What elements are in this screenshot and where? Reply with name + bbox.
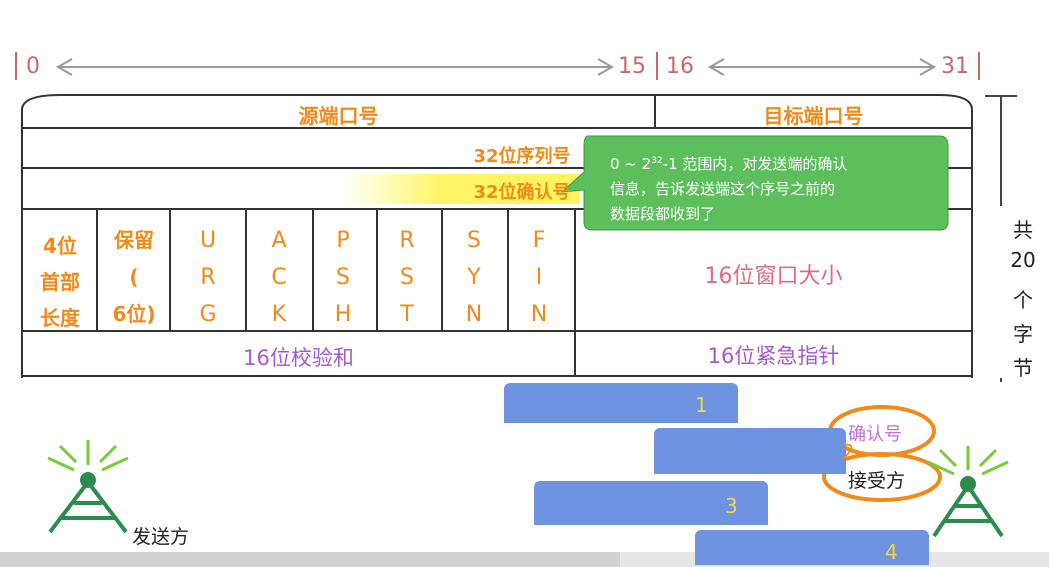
flag-letter: P (336, 228, 350, 253)
bit-label-31: 31 (941, 54, 969, 79)
receiver-tower-icon (932, 484, 1004, 538)
bit-label-0: 0 (26, 54, 40, 79)
segment-3 (534, 481, 768, 525)
flag-letter: R (399, 228, 415, 253)
flag-letter: N (530, 302, 548, 327)
segment-1 (504, 383, 738, 423)
tooltip-line-1: 0 ~ 232-1 范围内，对发送端的确认 (610, 149, 940, 177)
flag-letter: S (400, 265, 414, 290)
reserved-line: 保留 (114, 228, 154, 252)
ruler-tick-mid (656, 52, 658, 80)
reserved-line: 6位) (112, 302, 156, 326)
ruler-tick-right (978, 52, 980, 80)
segment-number: 1 (695, 393, 708, 417)
flag-syn: S Y N (444, 222, 504, 333)
bit-label-16: 16 (666, 54, 694, 79)
flag-letter: C (271, 265, 287, 290)
flag-letter: T (400, 302, 414, 327)
segment-number: 4 (885, 540, 898, 564)
flag-psh: P S H (313, 222, 373, 333)
flag-letter: N (465, 302, 483, 327)
reserved-line: ( (129, 265, 139, 289)
segment-2 (654, 428, 846, 474)
tooltip-text: 0 ~ 2 (610, 155, 652, 173)
flag-letter: G (199, 302, 217, 327)
flag-rst: R S T (377, 222, 437, 333)
flag-letter: A (271, 228, 287, 253)
size-note-char: 共 (1013, 218, 1033, 242)
size-note-char: 字 (1013, 322, 1033, 346)
ruler-tick-left (15, 52, 17, 80)
checksum-field: 16位校验和 (243, 346, 354, 370)
sender-label: 发送方 (132, 526, 190, 548)
flag-letter: K (271, 302, 287, 327)
header-length-line: 4位 (43, 234, 77, 258)
header-length-line: 长度 (40, 306, 80, 330)
reserved-field: 保留 ( 6位) (98, 222, 170, 333)
bit-label-15: 15 (618, 54, 646, 79)
flag-ack: A C K (249, 222, 309, 333)
flag-letter: U (199, 228, 217, 253)
flag-letter: S (467, 228, 481, 253)
sequence-number-field: 32位序列号 (473, 146, 571, 167)
flag-letter: I (535, 265, 543, 290)
ack-tooltip: 0 ~ 232-1 范围内，对发送端的确认 信息，告诉发送端这个序号之前的 数据… (610, 149, 940, 227)
tooltip-superscript: 32 (651, 156, 663, 166)
sender-tower-icon (48, 480, 128, 534)
flag-letter: R (200, 265, 216, 290)
segment-4 (695, 530, 929, 565)
header-length-line: 首部 (40, 270, 80, 294)
size-note-char: 个 (1013, 288, 1033, 312)
size-note-char: 20 (1010, 248, 1036, 272)
ack-number-field: 32位确认号 (473, 182, 571, 203)
flag-fin: F I N (509, 222, 569, 333)
dest-port-field: 目标端口号 (763, 104, 864, 128)
tooltip-text: -1 范围内，对发送端的确认 (662, 155, 848, 173)
source-port-field: 源端口号 (298, 104, 379, 128)
size-note-char: 节 (1013, 356, 1033, 380)
flag-letter: S (336, 265, 350, 290)
window-size-field: 16位窗口大小 (704, 264, 843, 289)
flag-urg: U R G (178, 222, 238, 333)
segment-number: 3 (725, 494, 738, 518)
receiver-label: 接受方 (848, 470, 906, 492)
tooltip-line-3: 数据段都收到了 (610, 205, 716, 223)
tooltip-line-2: 信息，告诉发送端这个序号之前的 (610, 180, 836, 198)
ack-label: 确认号 (848, 424, 902, 445)
flag-letter: F (532, 228, 546, 253)
flag-letter: Y (467, 265, 481, 290)
segment-number: 2 (842, 440, 855, 464)
urgent-pointer-field: 16位紧急指针 (707, 344, 840, 368)
header-length-field: 4位 首部 长度 (24, 228, 96, 336)
flag-letter: H (334, 302, 352, 327)
